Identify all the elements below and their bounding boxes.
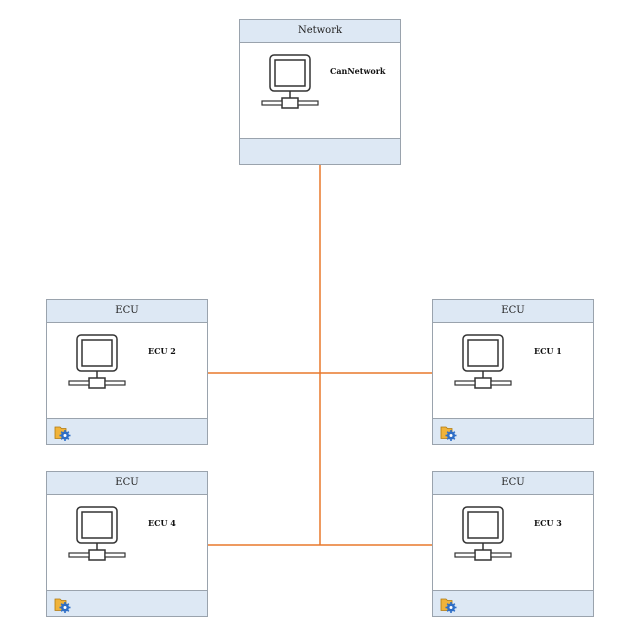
ecu-header: ECU: [433, 300, 593, 323]
ecu-node-3[interactable]: ECU ECU 3: [432, 471, 594, 617]
ecu-footer: [47, 590, 207, 616]
network-computer-icon: [261, 54, 319, 109]
config-gear-icon[interactable]: [53, 423, 71, 441]
config-gear-icon[interactable]: [439, 595, 457, 613]
ecu-footer: [47, 418, 207, 444]
ecu-footer: [433, 590, 593, 616]
ecu-header: ECU: [47, 472, 207, 495]
network-node[interactable]: Network CanNetwork: [239, 19, 401, 165]
ecu-name: ECU 4: [148, 518, 176, 528]
network-computer-icon: [68, 334, 126, 389]
config-gear-icon[interactable]: [53, 595, 71, 613]
network-name: CanNetwork: [330, 66, 386, 76]
ecu-name: ECU 1: [534, 346, 562, 356]
network-computer-icon: [454, 334, 512, 389]
ecu-node-4[interactable]: ECU ECU 4: [46, 471, 208, 617]
ecu-node-1[interactable]: ECU ECU 1: [432, 299, 594, 445]
network-footer: [240, 138, 400, 164]
network-computer-icon: [68, 506, 126, 561]
config-gear-icon[interactable]: [439, 423, 457, 441]
ecu-header: ECU: [433, 472, 593, 495]
ecu-header: ECU: [47, 300, 207, 323]
network-computer-icon: [454, 506, 512, 561]
ecu-footer: [433, 418, 593, 444]
ecu-name: ECU 3: [534, 518, 562, 528]
ecu-name: ECU 2: [148, 346, 176, 356]
ecu-node-2[interactable]: ECU ECU 2: [46, 299, 208, 445]
network-header: Network: [240, 20, 400, 43]
connector-group: [208, 165, 432, 546]
